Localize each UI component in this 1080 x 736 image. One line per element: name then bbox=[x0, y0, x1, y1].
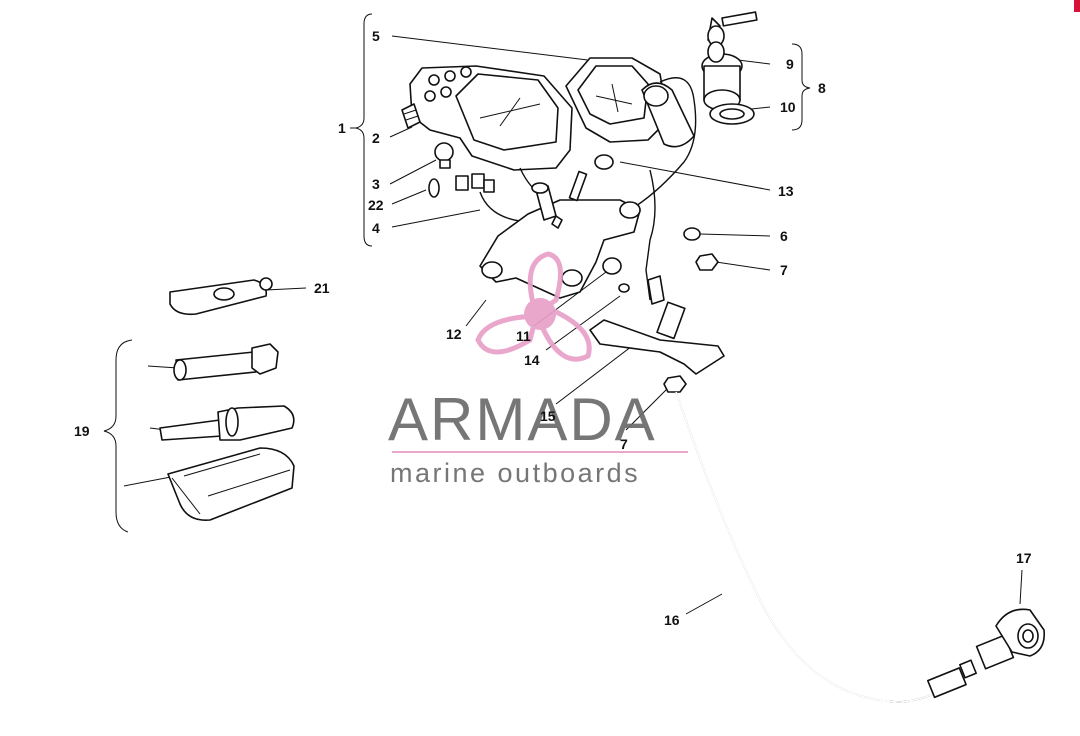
callout-7: 7 bbox=[780, 262, 788, 278]
screwdriver-icon bbox=[159, 405, 295, 441]
callout-21: 21 bbox=[314, 280, 330, 296]
callout-22: 22 bbox=[368, 197, 384, 213]
tool-pouch-icon bbox=[167, 447, 295, 521]
callout-2: 2 bbox=[372, 130, 380, 146]
leader-lines bbox=[123, 35, 1023, 615]
rubber-mount-icon bbox=[602, 257, 622, 275]
key-icon bbox=[707, 11, 758, 63]
grommet-icon bbox=[594, 154, 614, 170]
callout-14: 14 bbox=[524, 352, 540, 368]
mounting-bracket-icon bbox=[479, 170, 641, 299]
callout-labels: 1 2 3 22 4 5 9 8 10 13 6 7 21 12 11 14 1… bbox=[74, 28, 1032, 628]
callout-11: 11 bbox=[516, 328, 531, 344]
callout-12: 12 bbox=[446, 326, 462, 342]
watermark-tagline: marine outboards bbox=[390, 458, 640, 488]
watermark-brand: ARMADA bbox=[388, 386, 657, 453]
bracket-group-8 bbox=[791, 43, 811, 131]
nut-icon bbox=[695, 253, 719, 271]
drive-gear-icon bbox=[975, 608, 1046, 670]
watermark-logo: ARMADA marine outboards bbox=[388, 251, 688, 488]
connector-icon bbox=[455, 173, 531, 223]
callout-10: 10 bbox=[780, 99, 796, 115]
corner-mark bbox=[1074, 0, 1080, 12]
callout-6: 6 bbox=[780, 228, 788, 244]
ignition-switch-icon bbox=[701, 53, 755, 125]
tachometer-icon bbox=[565, 57, 695, 148]
propeller-logo-icon bbox=[475, 251, 592, 362]
callout-13: 13 bbox=[778, 183, 794, 199]
wrench-icon bbox=[173, 343, 279, 381]
callout-1: 1 bbox=[338, 120, 346, 136]
callout-5: 5 bbox=[372, 28, 380, 44]
lower-bracket-icon bbox=[589, 275, 725, 375]
callout-8: 8 bbox=[818, 80, 826, 96]
callout-15: 15 bbox=[540, 408, 556, 424]
strap-icon bbox=[169, 277, 273, 316]
callout-7-lower: 7 bbox=[620, 436, 628, 452]
callout-9: 9 bbox=[786, 56, 794, 72]
tacho-lead bbox=[645, 169, 656, 301]
callout-4: 4 bbox=[372, 220, 380, 236]
callout-3: 3 bbox=[372, 176, 380, 192]
speedometer-icon bbox=[401, 65, 573, 171]
spacer-icon bbox=[618, 283, 630, 293]
nut-icon-lower bbox=[663, 375, 687, 393]
callout-19: 19 bbox=[74, 423, 90, 439]
bulb-icon bbox=[428, 142, 454, 198]
callout-16: 16 bbox=[664, 612, 680, 628]
washer-icon bbox=[683, 227, 701, 241]
instrument-cable bbox=[635, 77, 697, 207]
speedometer-cable-icon bbox=[675, 391, 977, 703]
callout-17: 17 bbox=[1016, 550, 1032, 566]
bracket-group-19 bbox=[103, 339, 133, 533]
